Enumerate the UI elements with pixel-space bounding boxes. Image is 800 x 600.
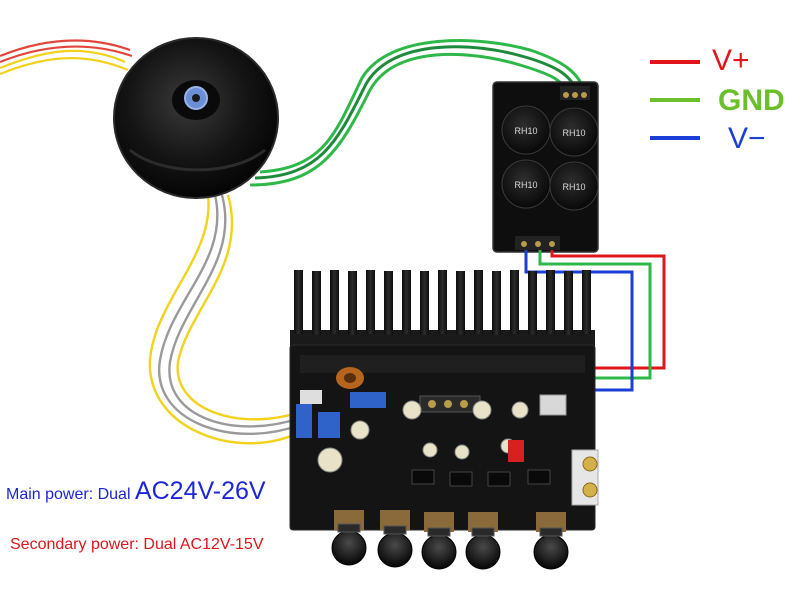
heatsink-fin xyxy=(330,270,339,334)
svg-text:RH10: RH10 xyxy=(514,126,537,136)
knob-shaft-nut xyxy=(337,523,361,533)
heatsink-fin xyxy=(564,271,573,335)
rca-input-sockets xyxy=(571,449,599,506)
amplifier-pcb xyxy=(289,344,599,532)
filter-capacitor: RH10 xyxy=(501,159,551,209)
heatsink-fin xyxy=(528,271,537,335)
volume-tone-knob xyxy=(533,534,569,570)
toroidal-transformer xyxy=(113,37,279,199)
svg-text:RH10: RH10 xyxy=(514,180,537,190)
heatsink-fin xyxy=(456,271,465,335)
inductor-coil xyxy=(336,367,364,389)
heatsink-fin xyxy=(546,270,555,334)
ac-input-terminal xyxy=(318,412,340,438)
secondary-power-caption: Secondary power: Dual AC12V-15V xyxy=(10,536,264,553)
main-power-prefix: Main power: Dual xyxy=(6,486,135,503)
volume-tone-knob xyxy=(421,534,457,570)
legend-label-vplus: V+ xyxy=(712,44,750,77)
volume-tone-knob xyxy=(331,530,367,566)
svg-text:RH10: RH10 xyxy=(562,128,585,138)
legend-label-vminus: V− xyxy=(728,122,766,155)
filter-capacitor: RH10 xyxy=(549,107,599,157)
toroid-to-psu-wires xyxy=(249,39,588,187)
filter-capacitor: RH10 xyxy=(501,105,551,155)
heatsink-fin xyxy=(348,271,357,335)
heatsink-fin xyxy=(366,270,375,334)
wire-color-legend xyxy=(650,60,700,140)
heatsink-fin xyxy=(492,271,501,335)
heatsink-fin xyxy=(420,271,429,335)
volume-tone-knob xyxy=(465,534,501,570)
control-knobs xyxy=(331,523,569,570)
ac-input-wires xyxy=(0,39,133,76)
secondary-wires xyxy=(148,194,301,445)
svg-text:RH10: RH10 xyxy=(562,182,585,192)
main-power-caption: Main power: Dual AC24V-26V xyxy=(6,477,266,506)
heatsink-fin xyxy=(582,270,591,334)
knob-shaft-nut xyxy=(539,527,563,537)
heatsink-fin xyxy=(438,270,447,334)
knob-shaft-nut xyxy=(471,527,495,537)
heatsink-fin xyxy=(294,270,303,334)
heatsink-fin xyxy=(384,271,393,335)
heatsink-fin xyxy=(474,270,483,334)
heatsink-fin xyxy=(510,270,519,334)
knob-shaft-nut xyxy=(383,525,407,535)
psu-capacitor-board: RH10 RH10 RH10 RH10 xyxy=(492,81,599,253)
knob-shaft-nut xyxy=(427,527,451,537)
volume-tone-knob xyxy=(377,532,413,568)
legend-label-gnd: GND xyxy=(718,84,785,117)
ac-input-terminal xyxy=(296,404,312,438)
filter-capacitor: RH10 xyxy=(549,161,599,211)
heatsink-fin xyxy=(312,271,321,335)
heatsink-fin xyxy=(402,270,411,334)
main-power-value: AC24V-26V xyxy=(134,477,266,505)
